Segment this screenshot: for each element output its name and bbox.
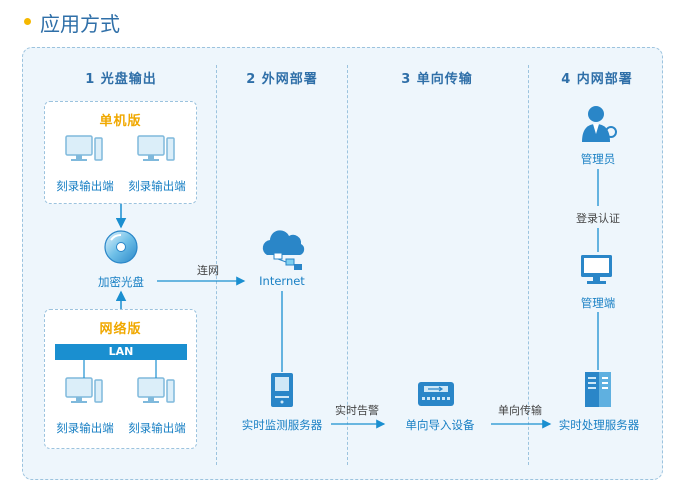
column-separator: [347, 65, 348, 465]
column-header-external: 2 外网部署: [246, 72, 318, 87]
column-header-internal: 4 内网部署: [561, 72, 633, 87]
disc-label: 加密光盘: [98, 275, 144, 289]
column-separator: [528, 65, 529, 465]
terminal-label: 刻录输出端: [56, 421, 114, 435]
network-title: 网络版: [99, 322, 142, 337]
server-rack-icon: [585, 372, 611, 407]
process-server-label: 实时处理服务器: [558, 418, 640, 432]
column-header-oneway: 3 单向传输: [401, 72, 473, 87]
terminal-label: 刻录输出端: [128, 179, 186, 193]
import-device-icon: [418, 382, 454, 406]
computer-icon: [65, 135, 103, 161]
terminal-label: 刻录输出端: [56, 179, 114, 193]
computer-icon: [65, 377, 103, 403]
admin-label: 管理员: [580, 152, 616, 166]
page-title: 应用方式: [40, 12, 120, 36]
internet-label: Internet: [259, 274, 305, 288]
monitor-icon: [581, 255, 612, 284]
computer-icon: [137, 377, 175, 403]
computer-icon: [137, 135, 175, 161]
cloud-network-icon: [262, 230, 305, 270]
monitor-server-label: 实时监测服务器: [241, 418, 323, 432]
edge-label-alarm: 实时告警: [335, 404, 379, 417]
import-device-label: 单向导入设备: [405, 418, 475, 432]
server-tower-icon: [271, 373, 293, 407]
column-separator: [216, 65, 217, 465]
standalone-title: 单机版: [99, 114, 142, 129]
admin-terminal-label: 管理端: [580, 296, 616, 310]
lan-bar: LAN: [55, 344, 187, 360]
terminal-label: 刻录输出端: [128, 421, 186, 435]
admin-user-icon: [582, 106, 617, 142]
edge-label-connect: 连网: [197, 264, 219, 277]
edge-label-login: 登录认证: [576, 212, 620, 225]
column-header-disc-output: 1 光盘输出: [85, 72, 157, 87]
edge-label-oneway: 单向传输: [498, 404, 542, 417]
title-bullet-icon: [24, 18, 31, 25]
disc-icon: [104, 230, 138, 264]
